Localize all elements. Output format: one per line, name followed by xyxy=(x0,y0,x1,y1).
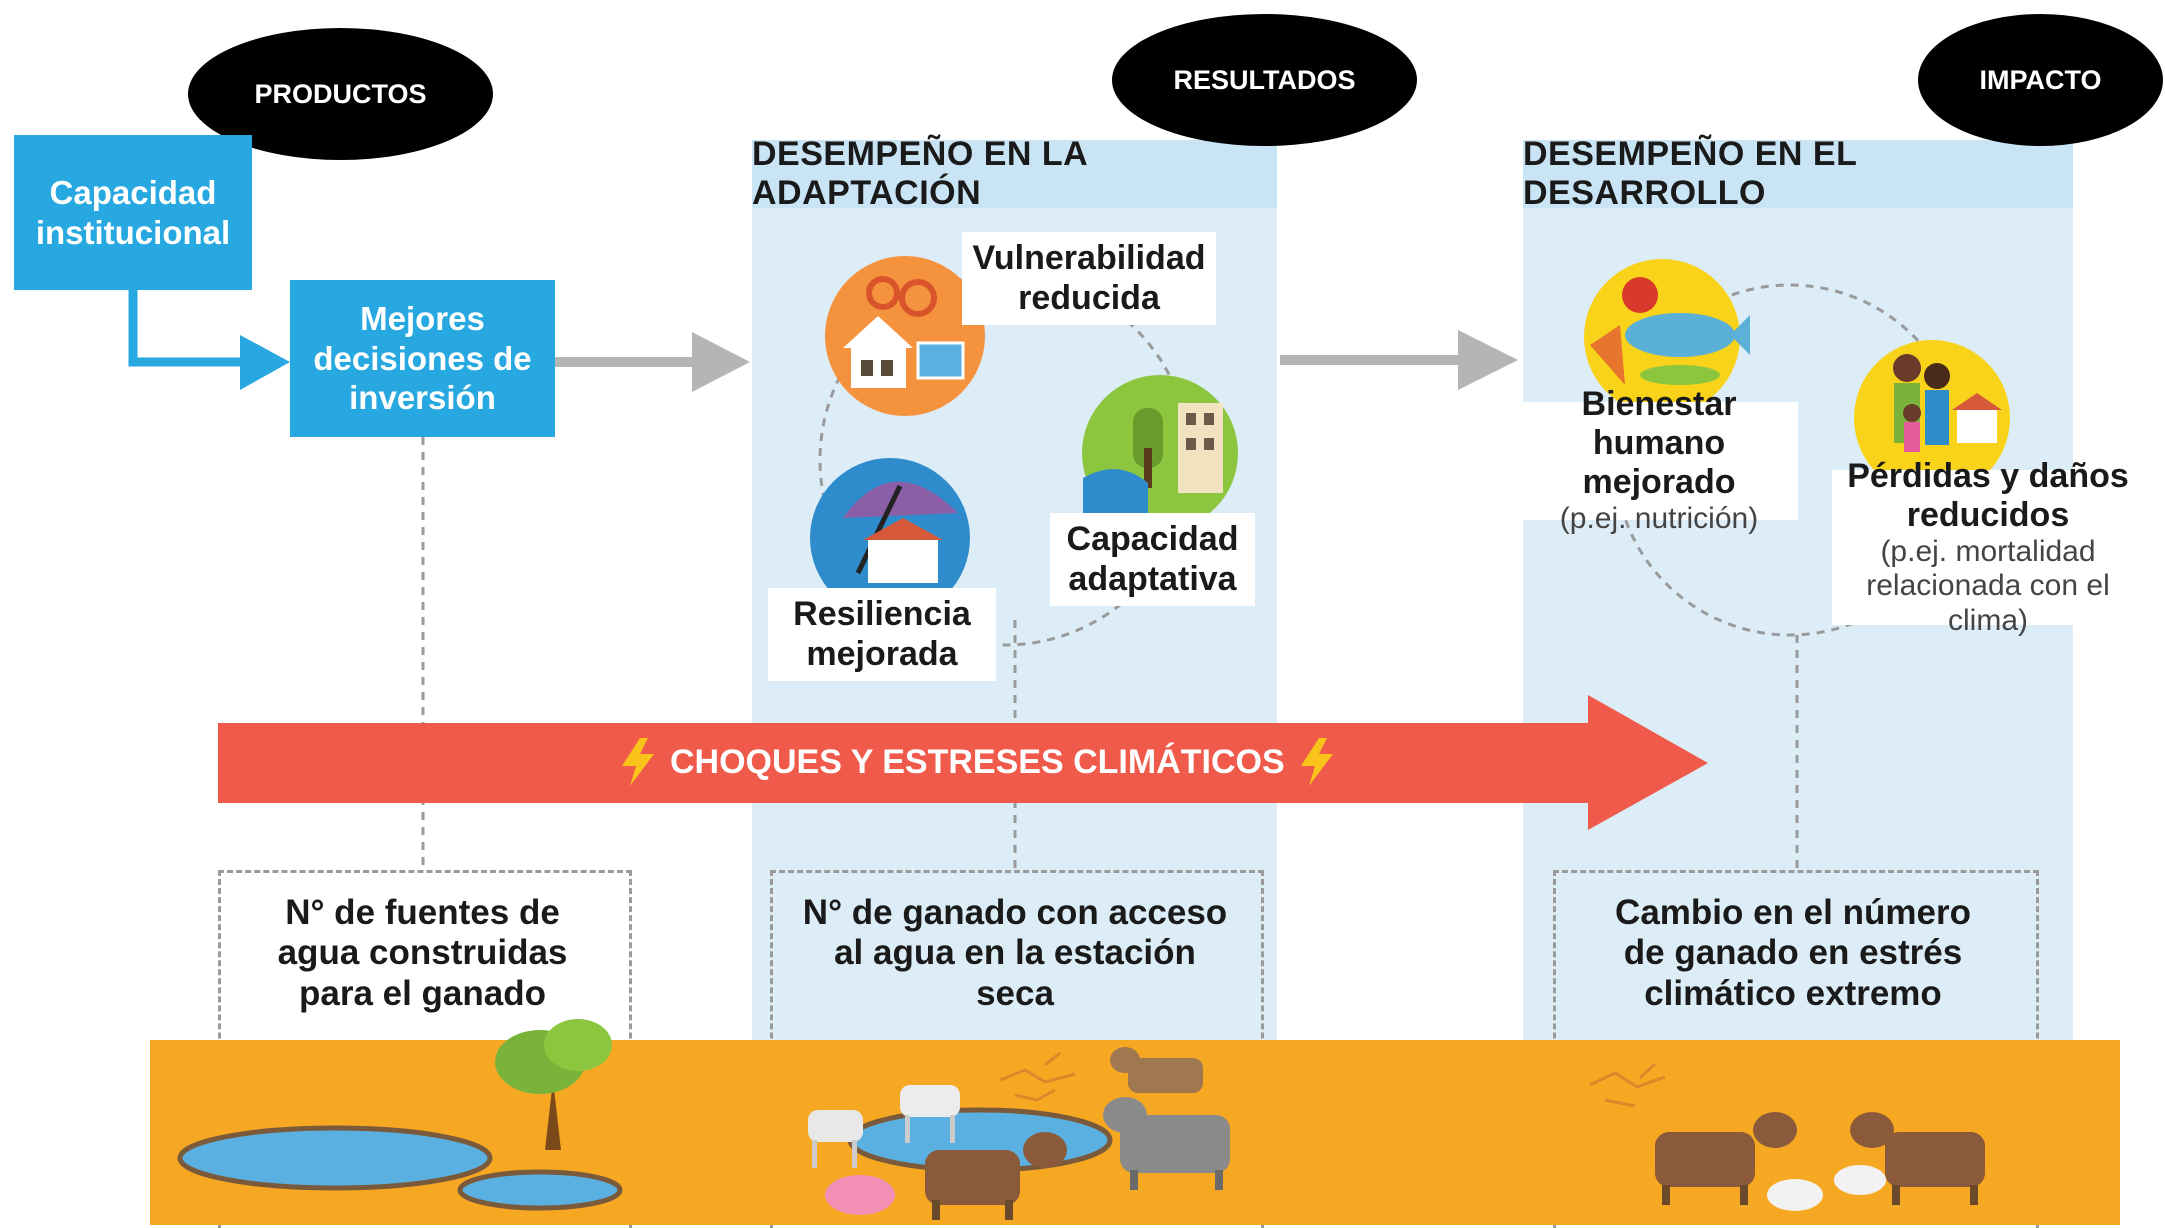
climate-shocks-arrow xyxy=(218,695,1708,830)
cow-icon xyxy=(1850,1112,1985,1205)
indicator-results: N° de ganado con acceso al agua en la es… xyxy=(802,893,1228,1013)
reduced-vulnerability-label: Vulnerabilidad reducida xyxy=(962,232,1216,325)
house-gears-solar-icon xyxy=(825,256,985,416)
sheep-icon xyxy=(1767,1179,1823,1211)
lightning-icon xyxy=(622,738,654,786)
goat-icon xyxy=(808,1110,863,1168)
goat-icon xyxy=(900,1085,960,1143)
lightning-icon xyxy=(1300,738,1333,786)
wellbeing-title: Bienestar humano mejorado xyxy=(1581,385,1737,502)
grey-arrow-1-head xyxy=(692,332,750,392)
losses-example: (p.ej. mortalidad relacionada con el cli… xyxy=(1866,534,2110,637)
improved-resilience-label: Resiliencia mejorada xyxy=(768,588,996,681)
losses-label: Pérdidas y daños reducidos (p.ej. mortal… xyxy=(1832,457,2144,637)
phase-impact-label: IMPACTO xyxy=(1918,14,2163,146)
family-icon xyxy=(1854,340,2010,496)
institutional-capacity-box: Capacidad institucional xyxy=(14,135,252,290)
pig-icon xyxy=(825,1175,895,1215)
adaptation-panel-title: DESEMPEÑO EN LA ADAPTACIÓN xyxy=(752,135,1277,212)
wellbeing-example: (p.ej. nutrición) xyxy=(1559,502,1759,536)
umbrella-house-icon xyxy=(810,458,970,618)
climate-shocks-label: CHOQUES Y ESTRESES CLIMÁTICOS xyxy=(670,742,1285,781)
blue-elbow-connector xyxy=(128,290,245,367)
better-decisions-box: Mejores decisiones de inversión xyxy=(290,280,555,437)
sheep-icon xyxy=(1834,1165,1886,1195)
cow-icon xyxy=(1110,1047,1203,1093)
cow-icon xyxy=(925,1132,1067,1220)
indicator-products: N° de fuentes de agua construidas para e… xyxy=(277,893,568,1013)
losses-title: Pérdidas y daños reducidos xyxy=(1847,456,2129,534)
indicator-impact: Cambio en el número de ganado en estrés … xyxy=(1615,893,1971,1013)
water-pond-icon xyxy=(457,1169,623,1211)
climate-shocks-banner: CHOQUES Y ESTRESES CLIMÁTICOS xyxy=(620,732,1335,792)
water-pond-icon xyxy=(177,1125,493,1191)
adaptive-capacity-label: Capacidad adaptativa xyxy=(1050,513,1255,606)
cracked-earth-icon xyxy=(1589,1062,1666,1108)
wellbeing-label: Bienestar humano mejorado (p.ej. nutrici… xyxy=(1520,385,1798,535)
cow-icon xyxy=(1655,1112,1797,1205)
tree-building-icon xyxy=(1082,375,1238,531)
development-panel-title: DESEMPEÑO EN EL DESARROLLO xyxy=(1523,135,2073,212)
cracked-earth-icon xyxy=(999,1051,1076,1102)
cow-icon xyxy=(1103,1097,1230,1190)
grey-arrow-2-head xyxy=(1458,330,1518,390)
food-icon xyxy=(1584,259,1750,415)
blue-arrowhead xyxy=(240,335,290,390)
phase-results-label: RESULTADOS xyxy=(1112,14,1417,146)
tree-icon xyxy=(495,1019,612,1150)
